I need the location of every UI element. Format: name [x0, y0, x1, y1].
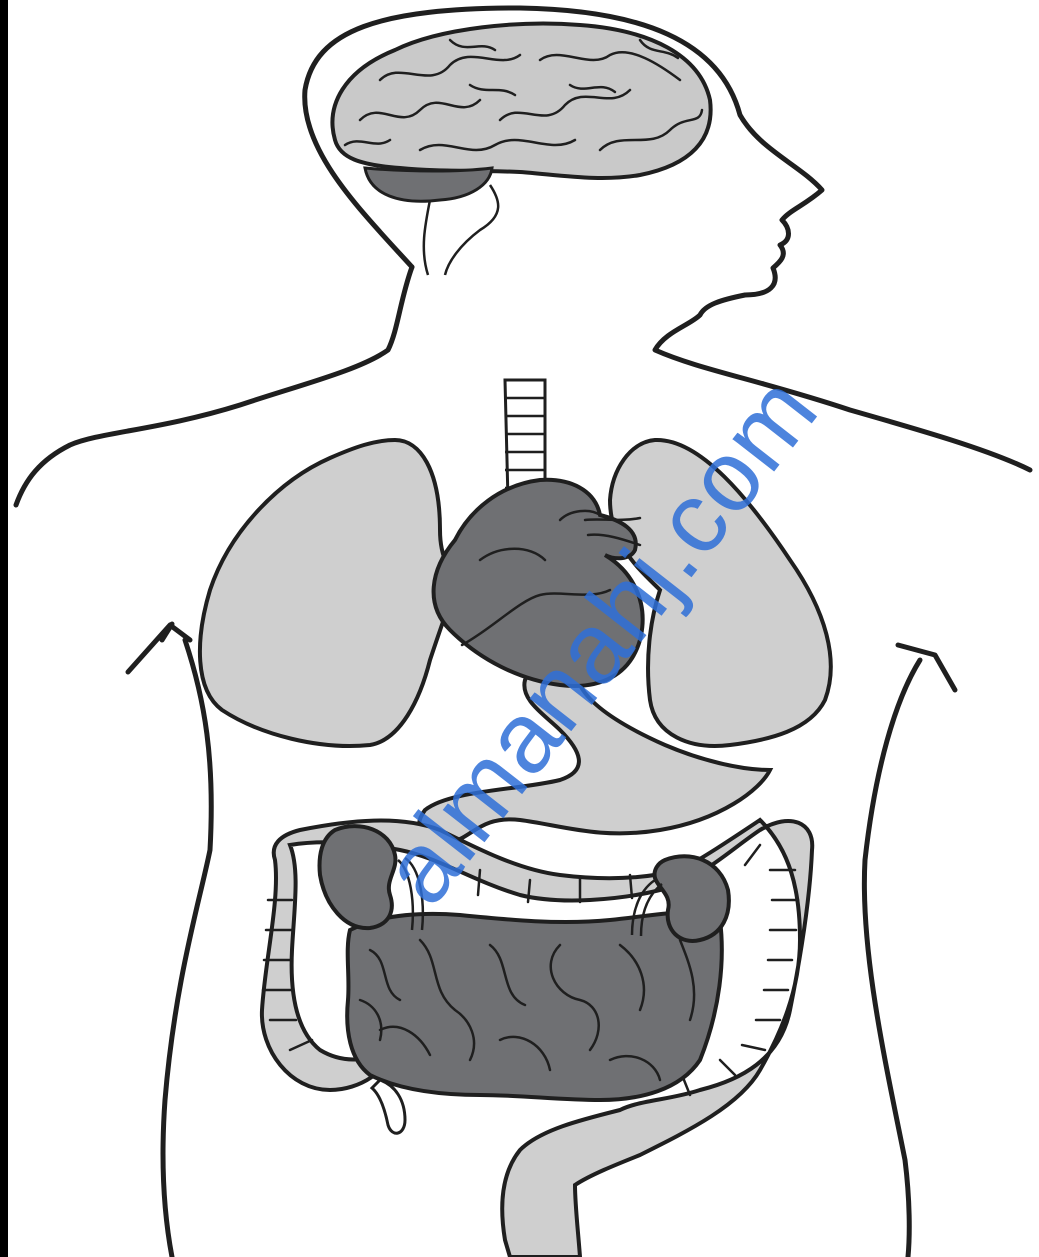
arrow-left-icon: [128, 624, 190, 672]
right-lung: [200, 440, 460, 746]
small-intestine: [347, 912, 722, 1100]
brain: [333, 24, 711, 275]
cerebellum: [365, 168, 492, 201]
